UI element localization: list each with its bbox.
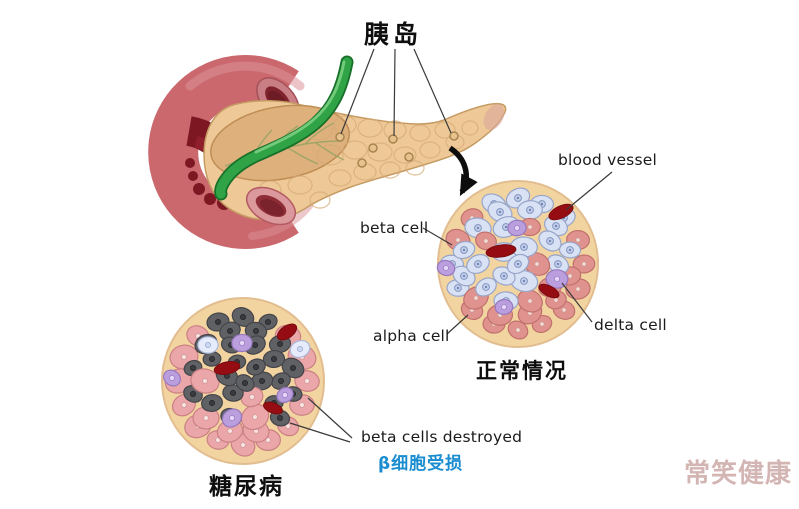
islet-cell-d xyxy=(231,333,253,353)
alpha-cell-leader-line xyxy=(446,314,469,335)
beta-cell-label: beta cell xyxy=(360,219,429,237)
blood-vessel-label: blood vessel xyxy=(558,151,657,169)
islet-cell-v xyxy=(263,401,283,415)
duodenum-bottom-opening xyxy=(245,186,297,226)
islet-cell-v xyxy=(485,244,517,258)
islet-cell-b xyxy=(506,253,530,275)
islet-cell-w xyxy=(289,339,311,359)
normal-islet-caption: 正常情况 xyxy=(476,359,568,383)
beta-cell-leader-line xyxy=(422,227,453,246)
destroyed-leader-line-2 xyxy=(289,422,351,443)
islet-cell-b xyxy=(475,277,497,297)
islet-cell-v xyxy=(213,361,241,375)
islet-dots-on-pancreas xyxy=(335,131,459,168)
islet-cell-b xyxy=(538,230,562,252)
islet-cell-g xyxy=(201,394,223,412)
islet-cell-v xyxy=(548,203,574,221)
islet-cell-g xyxy=(262,349,286,369)
islet-cell-a xyxy=(517,289,543,313)
islet-normal-cells xyxy=(436,187,596,340)
islet-cell-v xyxy=(276,323,298,341)
delta-cell-label: delta cell xyxy=(594,316,667,334)
islet-cell-b xyxy=(517,200,543,220)
bile-duct xyxy=(214,55,354,201)
islet-leader-line-3 xyxy=(413,48,452,134)
islet-cell-g xyxy=(235,374,255,392)
islet-leader-line-2 xyxy=(393,48,396,137)
islet-diabetic-cells xyxy=(163,307,320,457)
islet-cell-a xyxy=(523,252,551,276)
beta-cells-destroyed-label: beta cells destroyed xyxy=(361,428,523,446)
alpha-cell-label: alpha cell xyxy=(373,327,450,345)
islet-cell-d xyxy=(163,369,181,387)
islet-cell-g xyxy=(202,351,222,367)
islet-cell-w xyxy=(197,336,219,354)
islet-cell-g xyxy=(219,321,241,341)
islet-cell-b xyxy=(544,215,568,237)
islet-cell-p xyxy=(240,386,264,408)
islet-cell-d xyxy=(494,298,514,316)
watermark-text: 常笑健康 xyxy=(684,459,793,489)
leader-lines xyxy=(289,48,613,443)
islet-cell-b xyxy=(558,241,582,259)
diabetic-islet-caption: 糖尿病 xyxy=(209,474,284,499)
islet-title-label: 胰岛 xyxy=(364,22,423,49)
beta-cells-destroyed-zh-label: β细胞受损 xyxy=(378,454,464,474)
pancreas-lobule-texture xyxy=(258,115,479,209)
islet-cell-g xyxy=(281,357,305,379)
islet-cell-a xyxy=(572,254,596,274)
islet-normal xyxy=(436,180,599,348)
islet-cell-v xyxy=(538,283,560,299)
destroyed-leader-line-1 xyxy=(307,397,353,439)
islet-cell-b xyxy=(452,240,476,260)
islet-cell-a xyxy=(475,231,497,251)
pancreas-tail-shading xyxy=(483,103,505,131)
islet-cell-b xyxy=(466,253,490,275)
islet-cell-d xyxy=(221,408,243,428)
delta-cell-leader-line xyxy=(561,282,593,323)
islet-diabetic xyxy=(161,297,325,465)
islet-cell-d xyxy=(436,259,456,277)
islet-cell-p xyxy=(190,368,220,394)
islet-cell-d xyxy=(507,219,527,237)
islet-cell-g xyxy=(231,307,255,327)
zoom-arrow xyxy=(448,145,478,197)
blood-vessel-leader-line xyxy=(565,171,613,211)
islet-cell-d xyxy=(276,386,294,404)
islet-leader-line-1 xyxy=(340,48,375,135)
islet-cell-g xyxy=(246,358,266,376)
